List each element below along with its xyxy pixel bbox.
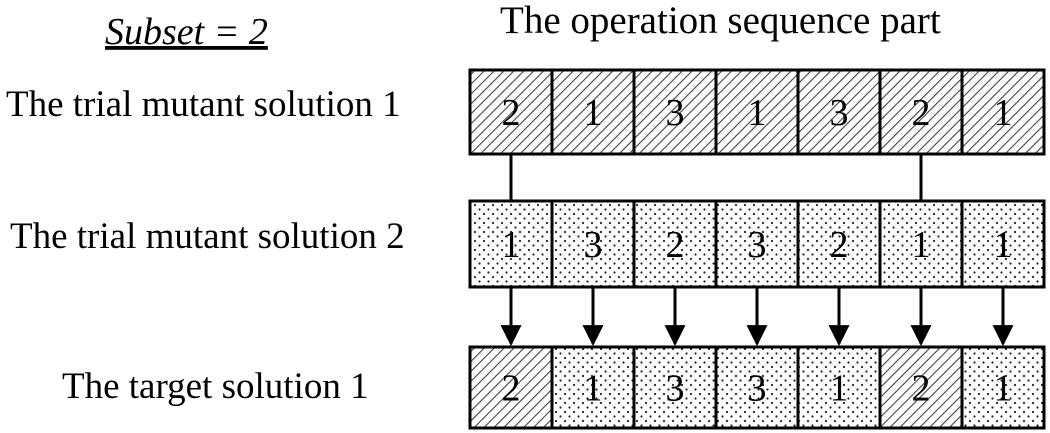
row-1-cell-1-value: 2 (502, 92, 521, 134)
row-2-cell-1 (468, 199, 554, 289)
row-2-cell-3 (632, 199, 718, 289)
row-2-cell-3-value: 2 (666, 224, 685, 266)
row-2-cell-7 (960, 199, 1046, 289)
solution-rows: 2 1 3 1 3 2 1 1 3 2 3 2 1 1 2 1 3 3 1 2 1 (468, 68, 1046, 430)
row-1-cell-6-value: 2 (912, 92, 931, 134)
row-1-cell-6 (878, 68, 964, 156)
row-3-cell-5-value: 1 (830, 368, 849, 410)
row-1-cell-7-value: 1 (994, 92, 1013, 134)
row-2-cell-5-value: 2 (830, 224, 849, 266)
row-2-cell-4-value: 3 (748, 224, 767, 266)
row-3-cell-1-value: 2 (502, 368, 521, 410)
row-3-cell-3-value: 3 (666, 368, 685, 410)
row-1-cell-2 (550, 68, 636, 156)
row-1-cell-7 (960, 68, 1046, 156)
row-1-cell-2-value: 1 (584, 92, 603, 134)
row-1-cell-3-value: 3 (666, 92, 685, 134)
row-2-cell-2-value: 3 (584, 224, 603, 266)
row-2-cell-5 (796, 199, 882, 289)
row-1-cell-3 (632, 68, 718, 156)
row-3-cell-4-value: 3 (748, 368, 767, 410)
row-3-cell-3 (632, 345, 718, 430)
connection-lines (500, 154, 1014, 347)
row-3-cell-6 (878, 345, 964, 430)
subset-label: Subset = 2 (105, 11, 268, 53)
row-2-cell-7-value: 1 (994, 224, 1013, 266)
row-3-cell-2 (550, 345, 636, 430)
row-1-cell-5-value: 3 (830, 92, 849, 134)
row-3-cell-6-value: 2 (912, 368, 931, 410)
row-1-cell-1 (468, 68, 554, 156)
row-3-cell-7-value: 1 (994, 368, 1013, 410)
row-2-cell-6-value: 1 (912, 224, 931, 266)
row-label-trial-mutant-2: The trial mutant solution 2 (10, 216, 405, 257)
row-3-cell-2-value: 1 (584, 368, 603, 410)
row-label-trial-mutant-1: The trial mutant solution 1 (6, 84, 401, 125)
row-1-cell-4-value: 1 (748, 92, 767, 134)
section-title: The operation sequence part (500, 0, 941, 42)
row-3-cell-7 (960, 345, 1046, 430)
row-2-cell-1-value: 1 (502, 224, 521, 266)
row-label-target-solution: The target solution 1 (62, 366, 369, 407)
row-1-cell-5 (796, 68, 882, 156)
row-3-cell-5 (796, 345, 882, 430)
